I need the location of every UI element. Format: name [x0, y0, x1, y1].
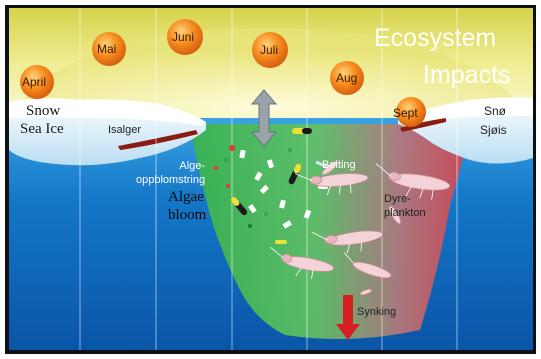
month-label-juli: Juli — [260, 43, 279, 57]
title-line-2: Impacts — [423, 61, 511, 89]
sinking-label: Synking — [357, 306, 397, 318]
sun-path-glow — [9, 28, 533, 120]
sun-juni — [167, 19, 203, 55]
sinking-arrow-icon — [336, 295, 360, 340]
bloom-label: bloom — [168, 207, 207, 223]
phytoplankton-cells — [214, 128, 328, 244]
month-label-april: April — [22, 75, 47, 89]
grazing-label: Beiting — [322, 159, 356, 171]
snow-label: Snow — [26, 103, 61, 119]
sea-ice-label-no: Sjøis — [480, 123, 507, 137]
sun-april — [20, 65, 54, 99]
ice-algae-label: Isalger — [108, 124, 142, 136]
title-line-1: Ecosystem — [374, 24, 497, 52]
sun-sept — [396, 97, 426, 127]
sea-ice-label: Sea Ice — [20, 121, 64, 137]
ice-algae-left — [118, 130, 198, 150]
sun-mai — [92, 32, 126, 66]
ice-algae-right — [400, 118, 446, 132]
sun-juli — [252, 32, 288, 68]
snow-label-no: Snø — [484, 104, 507, 118]
zooplankton-label: Dyre- plankton — [384, 193, 426, 219]
algae-label: Algae — [168, 189, 204, 205]
month-label-juni: Juni — [172, 30, 195, 44]
sun-aug — [330, 61, 364, 95]
algal-bloom-no-label: Alge- oppblomstring — [136, 160, 206, 186]
month-label-aug: Aug — [336, 71, 358, 85]
krill-group — [270, 160, 451, 296]
light-double-arrow-icon — [250, 89, 278, 147]
month-label-sept: Sept — [393, 106, 418, 120]
month-label-mai: Mai — [97, 42, 117, 56]
month-dividers — [79, 8, 458, 350]
